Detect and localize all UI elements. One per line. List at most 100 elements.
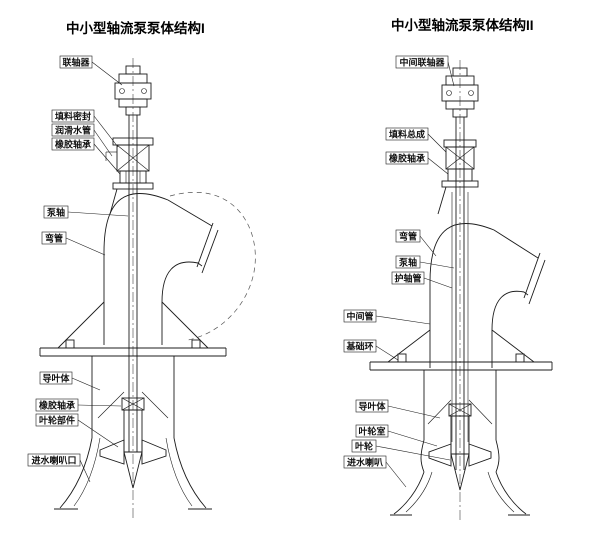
- label-pump-shaft: 泵轴: [43, 205, 129, 219]
- label-text: 橡胶轴承: [55, 139, 91, 150]
- label-pump-shaft: 泵轴: [395, 255, 455, 269]
- label-box: [35, 413, 79, 427]
- leader-line: [375, 315, 431, 325]
- right-pump-diagram: 中小型轴流泵泵体结构II: [343, 17, 553, 522]
- leader-line: [385, 461, 407, 488]
- label-text: 泵轴: [47, 207, 65, 218]
- elbow-inner-wall: [491, 290, 529, 368]
- label-box: [355, 424, 389, 438]
- leader-line: [67, 211, 129, 217]
- guide-vane: [468, 399, 493, 425]
- leader-line: [419, 235, 437, 257]
- right-diagram-title: 中小型轴流泵泵体结构II: [391, 17, 534, 33]
- neck-left: [109, 188, 118, 215]
- skirt-left: [57, 301, 105, 349]
- left-impeller-assembly: [99, 397, 167, 489]
- impeller-blade-left: [428, 443, 452, 467]
- label-rubber-bearing-upper: 橡胶轴承: [51, 137, 121, 175]
- label-impeller-parts: 叶轮部件: [35, 413, 119, 448]
- leader-line: [419, 261, 455, 269]
- outlet-flange-face: [196, 222, 214, 268]
- label-text: 填料总成: [389, 129, 425, 140]
- left-pump-diagram: 中小型轴流泵泵体结构I: [27, 20, 256, 518]
- leader-line: [79, 459, 91, 483]
- right-pump-shaft: [455, 117, 465, 470]
- label-text: 进水喇叭: [347, 457, 383, 468]
- guide-vane: [427, 399, 452, 425]
- right-impeller-assembly: [428, 403, 492, 491]
- impeller-blade-right: [141, 439, 167, 465]
- label-text: 导叶体: [358, 401, 386, 412]
- label-text: 联轴器: [62, 57, 90, 68]
- label-packing-seal: 填料密封: [51, 109, 119, 148]
- label-impeller-chamber: 叶轮室: [355, 424, 438, 447]
- label-text: 护轴管: [394, 273, 421, 284]
- label-box: [343, 309, 377, 323]
- label-box: [385, 127, 429, 141]
- label-box: [41, 231, 67, 245]
- coupling-hub: [125, 106, 141, 116]
- right-shaft-tube: [451, 192, 469, 442]
- leader-line: [93, 115, 119, 148]
- label-text: 基础环: [345, 341, 373, 352]
- label-box: [395, 55, 449, 69]
- label-box: [51, 137, 95, 151]
- bell-outer-right: [173, 437, 207, 509]
- label-box: [39, 371, 73, 385]
- label-text: 润滑水管: [55, 125, 91, 136]
- guide-vane: [141, 391, 169, 419]
- label-rubber-bearing-lower: 橡胶轴承: [35, 398, 122, 412]
- right-labels: 中间联轴器 填料总成 橡胶轴承 弯管 泵轴: [343, 55, 455, 488]
- left-coupling: [114, 65, 152, 116]
- bearing-hatch: [448, 403, 472, 417]
- label-inlet-bell: 进水喇叭口: [27, 453, 91, 483]
- left-diagram-title: 中小型轴流泵泵体结构I: [66, 20, 205, 36]
- impeller-blade-left: [99, 439, 125, 465]
- leader-line: [447, 61, 455, 87]
- outlet-flange-face: [523, 252, 541, 299]
- coupling-bolt: [141, 88, 147, 94]
- right-elbow: [429, 223, 546, 368]
- impeller-chamber-right: [495, 439, 500, 473]
- casing-top-flange: [112, 182, 154, 190]
- label-packing-assembly: 填料总成: [385, 127, 447, 153]
- right-bell-mouth: [390, 471, 530, 516]
- leader-line: [93, 143, 121, 175]
- label-box: [51, 123, 95, 137]
- hub-cone: [450, 453, 470, 491]
- leader-line: [375, 345, 399, 361]
- guide-vane: [97, 391, 125, 419]
- leader-line: [427, 133, 447, 153]
- label-guide-vane-body: 导叶体: [355, 399, 441, 419]
- leader-line: [93, 129, 113, 157]
- impeller-chamber-left: [420, 439, 425, 473]
- leader-line: [77, 419, 119, 448]
- label-text: 进水喇叭口: [31, 455, 76, 466]
- bell-outer-left: [393, 471, 425, 515]
- elbow-outer-wall: [429, 223, 539, 368]
- elbow-outer-wall: [103, 193, 213, 345]
- leader-line: [65, 237, 106, 256]
- bell-outer-right: [495, 471, 527, 515]
- left-stuffing-box: [105, 137, 154, 215]
- coupling-hub: [452, 108, 468, 118]
- right-coupling: [441, 67, 479, 118]
- label-box: [355, 399, 389, 413]
- coupling-bolt: [468, 90, 474, 96]
- label-box: [59, 55, 93, 69]
- phantom-pipe-arc: [169, 192, 256, 341]
- label-text: 导叶体: [42, 373, 70, 384]
- label-lube-water-pipe: 润滑水管: [51, 123, 113, 157]
- label-guide-vane-body: 导叶体: [39, 371, 101, 391]
- bell-inner-left: [73, 437, 101, 507]
- leader-line: [387, 405, 441, 419]
- coupling-bolt: [446, 90, 452, 96]
- label-box: [35, 398, 79, 412]
- leader-line: [91, 61, 123, 86]
- skirt-left: [387, 329, 431, 363]
- impeller-blade-right: [468, 443, 492, 467]
- bell-inner-left: [405, 471, 433, 513]
- label-box: [385, 151, 429, 165]
